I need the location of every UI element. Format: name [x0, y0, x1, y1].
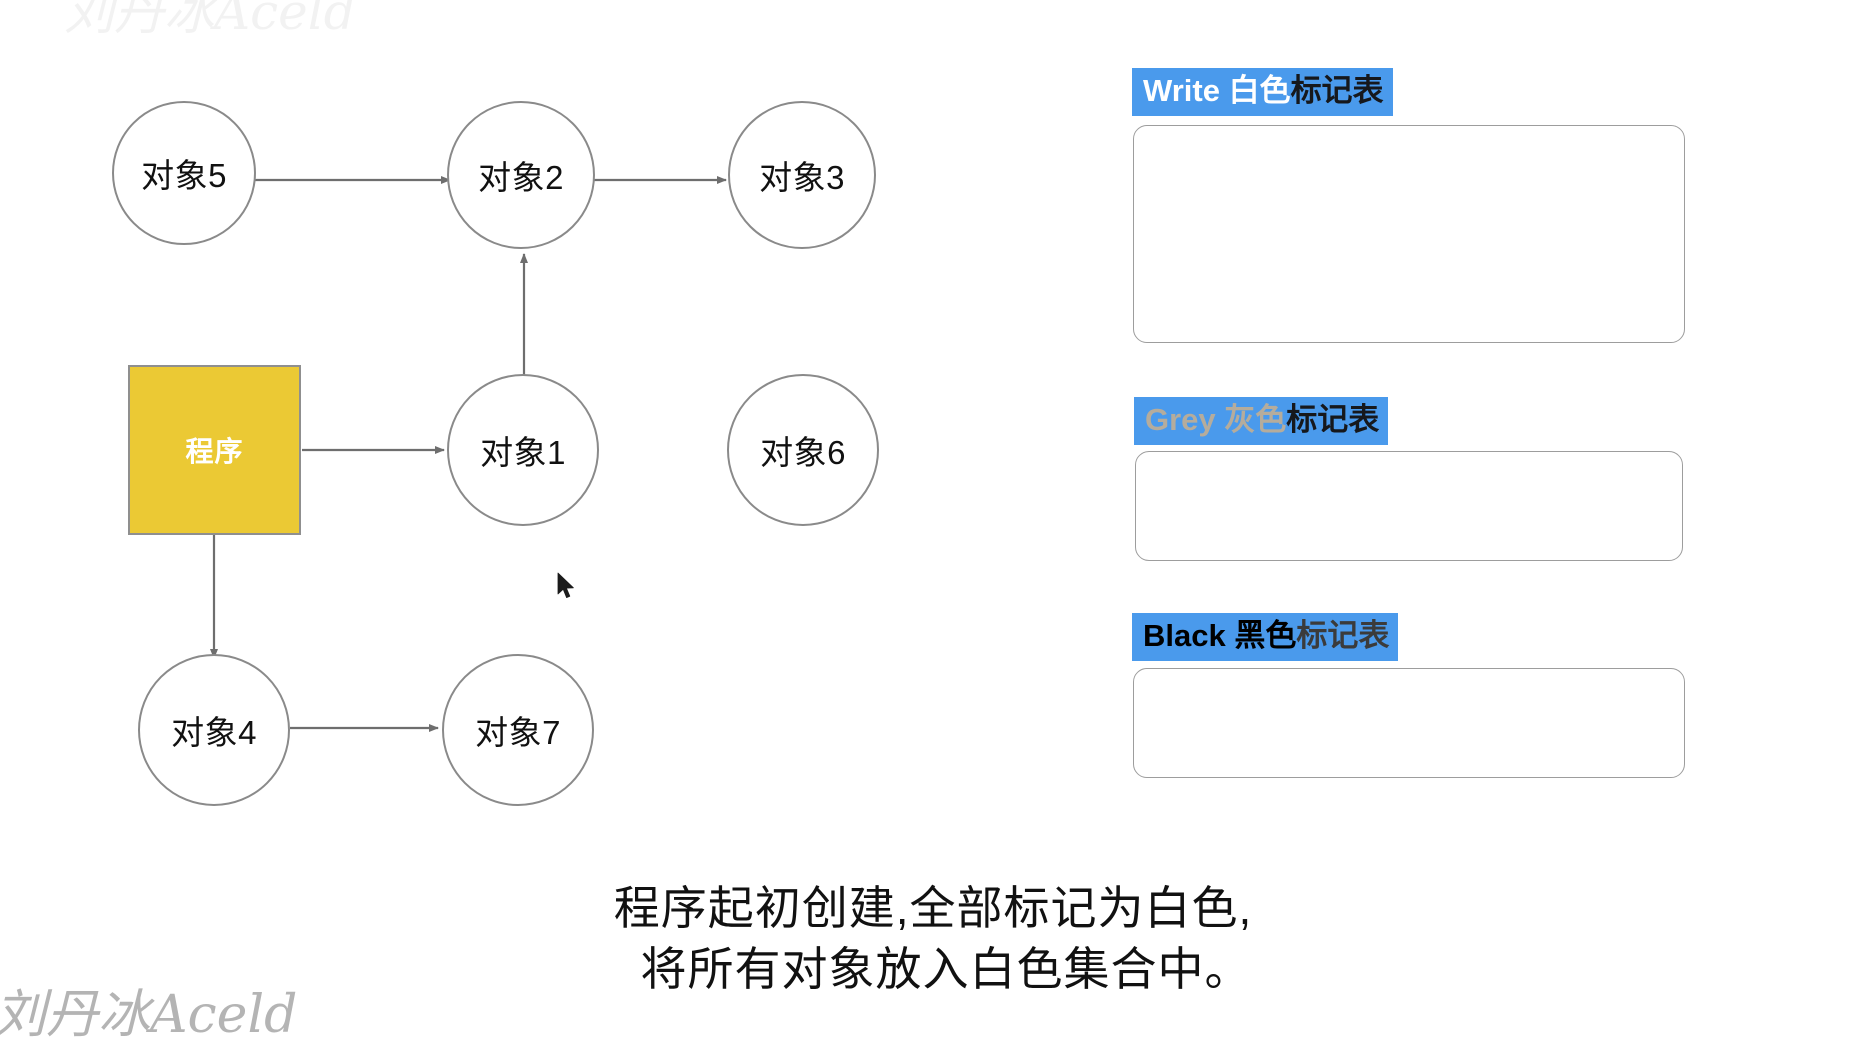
mark-table-white-label: Write 白色标记表 [1132, 68, 1393, 116]
program-box[interactable]: 程序 [128, 365, 301, 535]
graph-node-obj1[interactable]: 对象1 [447, 374, 599, 526]
caption-line-2: 将所有对象放入白色集合中。 [640, 943, 1252, 996]
caption-line-1: 程序起初创建,全部标记为白色, [613, 882, 1253, 934]
graph-node-obj5[interactable]: 对象5 [112, 101, 256, 245]
graph-node-label: 对象5 [141, 157, 227, 194]
mark-label-en: Grey [1145, 402, 1225, 437]
graph-node-label: 对象6 [760, 434, 846, 471]
mark-label-suffix: 标记表 [1296, 618, 1390, 653]
mark-label-suffix: 标记表 [1290, 73, 1384, 108]
caption: 程序起初创建,全部标记为白色, 将所有对象放入白色集合中。 [0, 878, 1866, 1000]
graph-node-obj3[interactable]: 对象3 [728, 101, 876, 249]
graph-node-obj7[interactable]: 对象7 [442, 654, 594, 806]
mark-label-color-word: 灰色 [1224, 402, 1287, 437]
mouse-cursor-icon [557, 572, 574, 598]
graph-node-obj4[interactable]: 对象4 [138, 654, 290, 806]
mark-label-en: Write [1143, 73, 1229, 108]
watermark-top: 刘丹冰Aceld [64, 0, 356, 41]
graph-node-label: 对象7 [475, 714, 561, 751]
graph-node-obj6[interactable]: 对象6 [727, 374, 879, 526]
mark-table-white-box[interactable] [1133, 125, 1685, 343]
mark-table-grey-box[interactable] [1135, 451, 1683, 561]
graph-node-label: 对象2 [478, 159, 564, 196]
mark-table-black-box[interactable] [1133, 668, 1685, 778]
program-box-label: 程序 [185, 436, 244, 467]
mark-label-color-word: 黑色 [1234, 618, 1297, 653]
mark-table-grey-label: Grey 灰色标记表 [1134, 397, 1389, 445]
graph-node-label: 对象4 [171, 714, 257, 751]
graph-node-label: 对象3 [759, 159, 845, 196]
mark-label-en: Black [1143, 618, 1235, 653]
graph-node-obj2[interactable]: 对象2 [447, 101, 595, 249]
mark-label-color-word: 白色 [1228, 73, 1291, 108]
mark-label-suffix: 标记表 [1286, 402, 1380, 437]
graph-edges [210, 176, 727, 732]
watermark-bottom: 刘丹冰Aceld [0, 985, 298, 1045]
graph-node-label: 对象1 [480, 434, 566, 471]
mark-table-black-label: Black 黑色标记表 [1132, 613, 1399, 661]
